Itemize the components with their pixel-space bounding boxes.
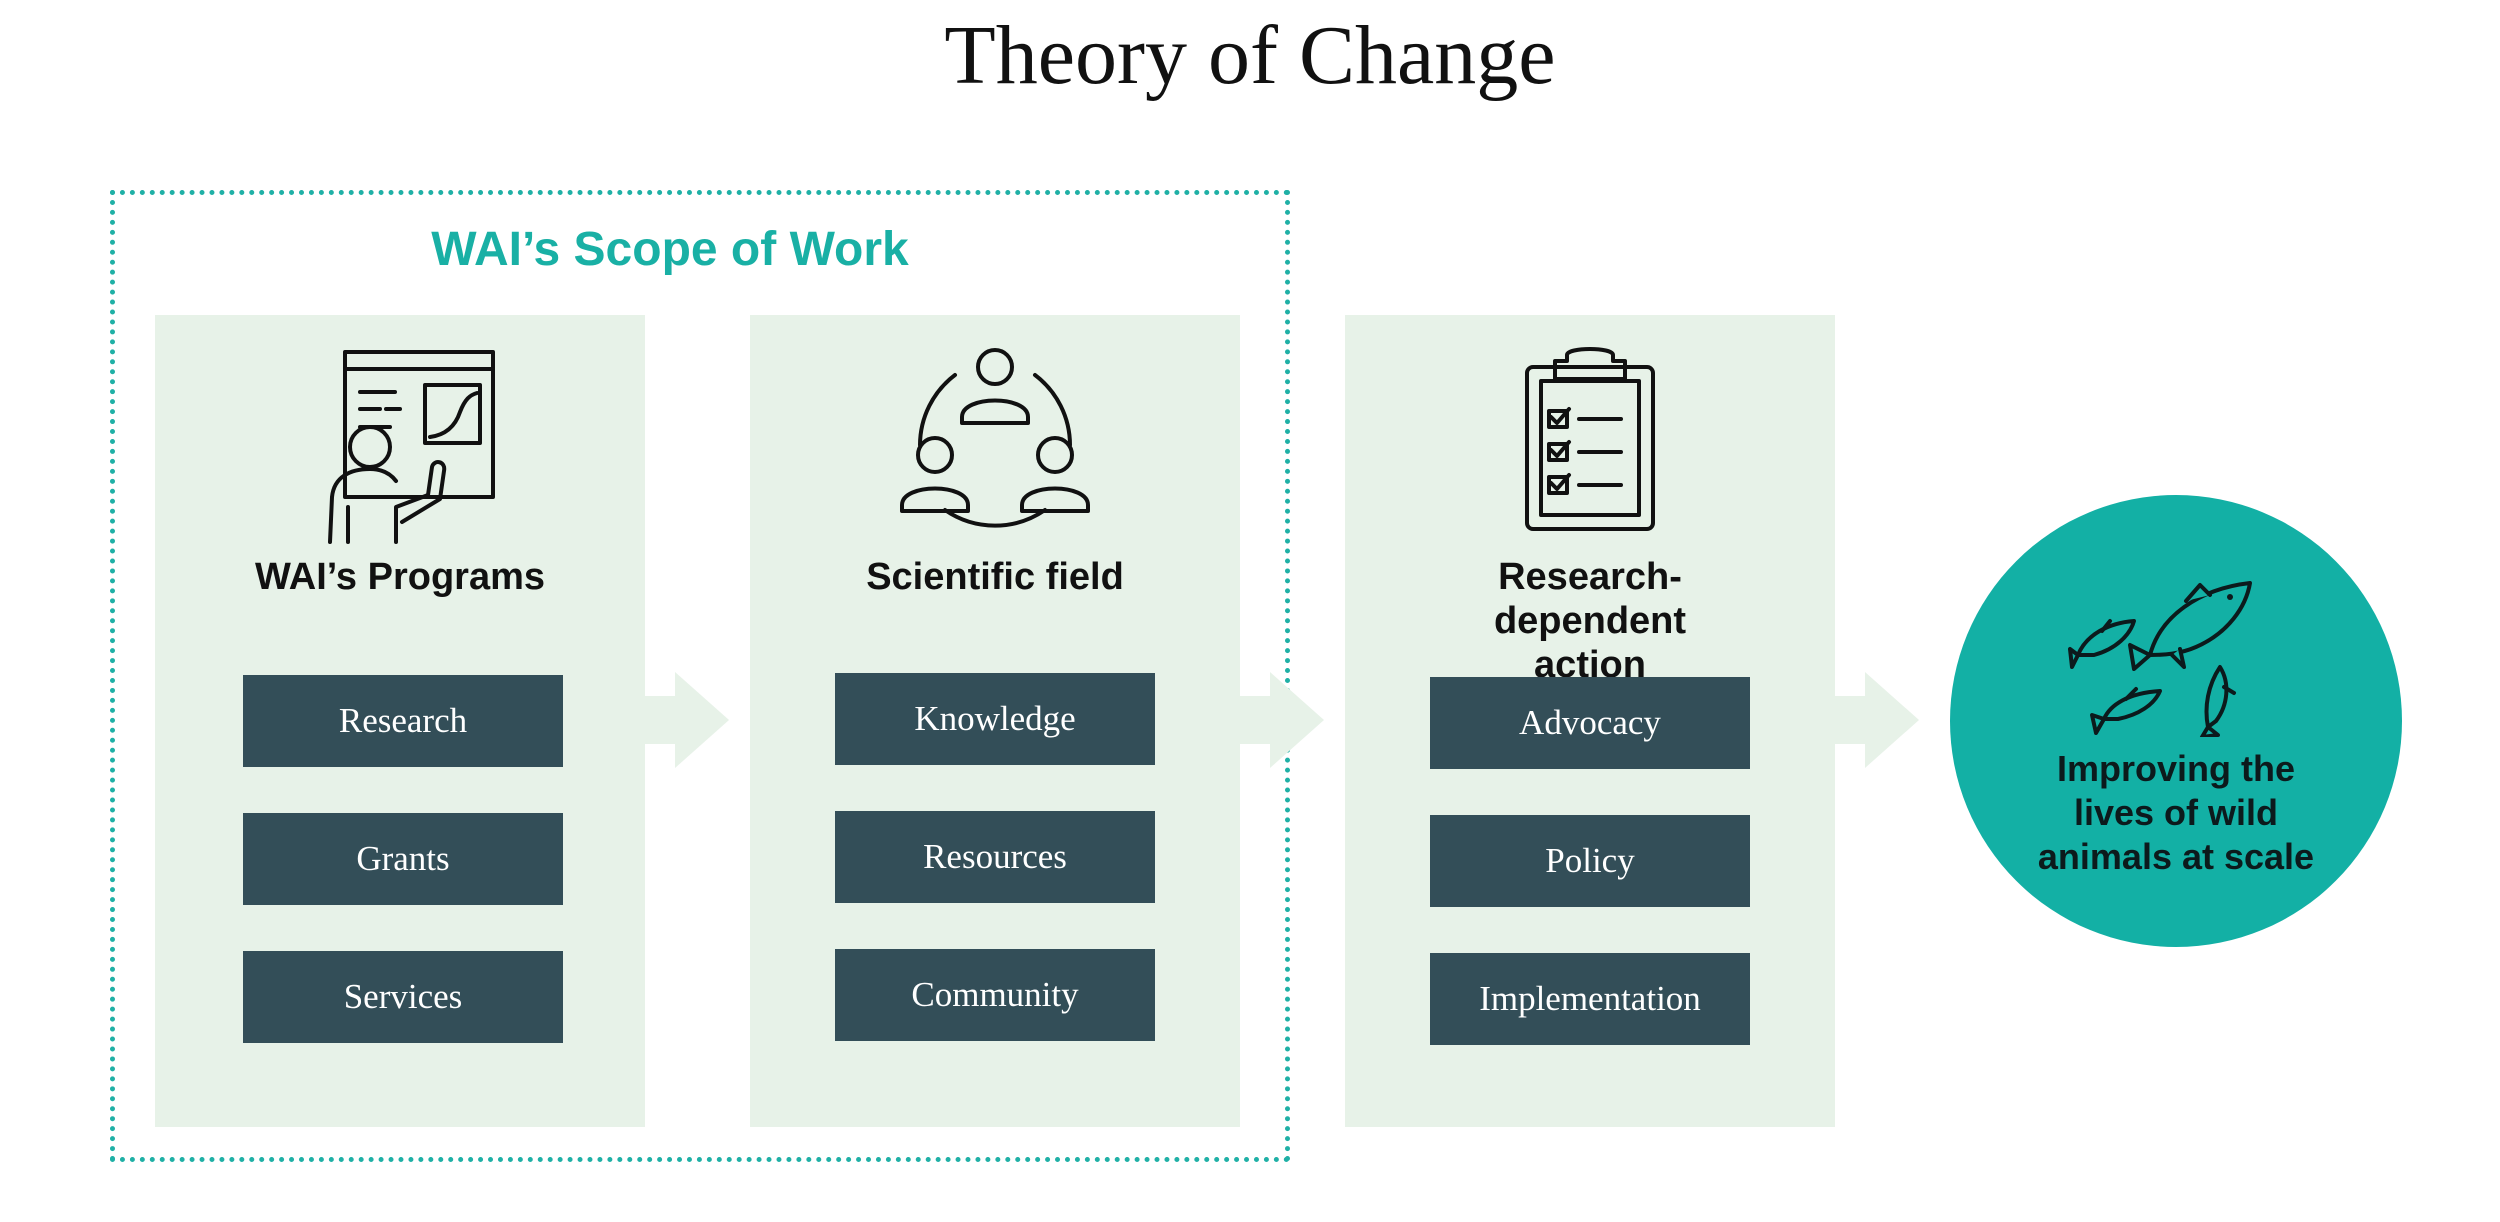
item-box: Implementation [1430,953,1750,1045]
item-box: Knowledge [835,673,1155,765]
item-box: Grants [243,813,563,905]
arrow-right-icon [1240,672,1324,768]
presenter-chart-icon [328,350,495,544]
arrow-right-icon [1835,672,1919,768]
fish-school-icon [2068,581,2252,737]
panel-title: WAI’s Programs [254,556,545,598]
panel-research-dependent-action: Research-dependent action Advocacy Polic… [1345,315,1835,1127]
panel-title: Research-dependent action [1493,556,1687,686]
item-box: Research [243,675,563,767]
item-box: Policy [1430,815,1750,907]
community-circle-icon [900,348,1090,528]
item-box: Community [835,949,1155,1041]
panel-title: Scientific field [866,556,1124,598]
item-box: Resources [835,811,1155,903]
item-box: Advocacy [1430,677,1750,769]
diagram-title: Theory of Change [944,9,1556,102]
scope-of-work-title: WAI’s Scope of Work [431,223,909,276]
panel-scientific-field: Scientific field Knowledge Resources Com… [750,315,1240,1127]
clipboard-checklist-icon [1525,347,1655,531]
outcome-text: Improving the lives of wild animals at s… [2037,748,2315,877]
panel-programs: WAI’s Programs Research Grants Services [155,315,645,1127]
arrow-right-icon [645,672,729,768]
item-box: Services [243,951,563,1043]
scope-of-work-border [110,190,1290,1162]
outcome-circle: Improving the lives of wild animals at s… [1950,495,2402,947]
